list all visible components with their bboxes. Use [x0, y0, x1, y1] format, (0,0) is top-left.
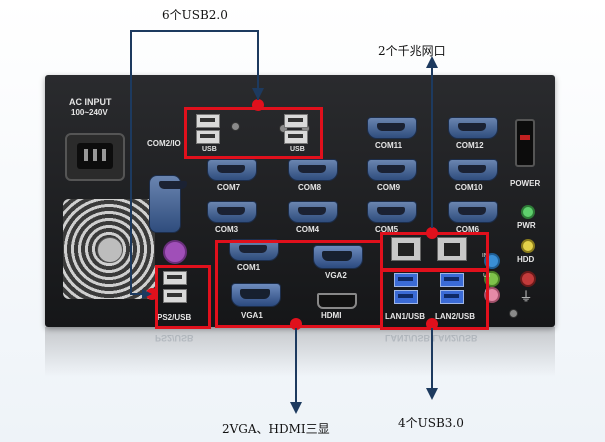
pwr-label: PWR	[517, 221, 536, 230]
video-annotation: 2VGA、HDMI三显	[222, 422, 330, 436]
ps2-port[interactable]	[163, 240, 187, 264]
vga2-port[interactable]	[313, 245, 363, 269]
screw	[509, 309, 518, 318]
usb2-marker-dot	[252, 99, 264, 111]
com10-label: COM10	[455, 183, 483, 192]
com11-port[interactable]	[367, 117, 417, 139]
vga2-label: VGA2	[325, 271, 347, 280]
usb2-annotation: 6个USB2.0	[162, 8, 228, 22]
usb3-port[interactable]	[394, 290, 418, 304]
usb3-port[interactable]	[440, 273, 464, 287]
com9-port[interactable]	[367, 159, 417, 181]
ground-icon: ⏚	[519, 289, 533, 304]
usb3-annotation: 4个USB3.0	[398, 416, 464, 430]
lan2-usb-label: LAN2/USB	[435, 312, 476, 321]
hdmi-label: HDMI	[321, 311, 342, 320]
usb2-port[interactable]	[284, 114, 308, 128]
fan-grille	[63, 199, 155, 299]
panel-reflection: PS2/USB LAN1/USB LAN2/USB	[45, 327, 555, 377]
usb2-port[interactable]	[196, 130, 220, 144]
usb2-pointer-line	[130, 30, 258, 32]
usb3-port[interactable]	[440, 290, 464, 304]
com5-port[interactable]	[367, 201, 417, 223]
com8-port[interactable]	[288, 159, 338, 181]
arrow-down-icon	[252, 88, 264, 100]
usb3-pointer-line	[431, 328, 433, 390]
lan-annotation: 2个千兆网口	[378, 44, 446, 58]
usb2-port[interactable]	[163, 289, 187, 303]
com1-port[interactable]	[229, 239, 279, 261]
power-label: POWER	[510, 179, 541, 188]
lan2-port[interactable]	[437, 237, 467, 261]
com7-label: COM7	[217, 183, 241, 192]
com1-label: COM1	[237, 263, 261, 272]
usb-label-right: USB	[290, 146, 305, 153]
reset-button[interactable]	[520, 271, 536, 287]
usb2-highlight-box	[184, 107, 323, 159]
ac-input-label: AC INPUT	[69, 97, 112, 107]
com4-label: COM4	[296, 225, 320, 234]
com12-label: COM12	[456, 141, 484, 150]
lan-marker-dot	[426, 227, 438, 239]
com10-port[interactable]	[448, 159, 498, 181]
com6-port[interactable]	[448, 201, 498, 223]
ps2-usb-label: PS2/USB	[157, 313, 192, 322]
ps2-usb-highlight-box	[155, 265, 211, 329]
ac-power-socket	[65, 133, 125, 181]
com7-port[interactable]	[207, 159, 257, 181]
pwr-led	[521, 205, 535, 219]
com2-port[interactable]	[149, 175, 187, 233]
video-marker-dot	[290, 318, 302, 330]
com11-label: COM11	[375, 141, 403, 150]
usb2-port[interactable]	[163, 271, 187, 285]
usb2-pointer-line	[257, 30, 259, 100]
com5-label: COM5	[375, 225, 399, 234]
screw	[279, 124, 288, 133]
vga1-port[interactable]	[231, 283, 281, 307]
arrow-up-icon	[426, 56, 438, 68]
video-highlight-box	[215, 240, 383, 328]
vga1-label: VGA1	[241, 311, 263, 320]
screw	[231, 122, 240, 131]
arrow-down-icon	[426, 388, 438, 400]
usb2-port[interactable]	[284, 130, 308, 144]
com6-label: COM6	[456, 225, 480, 234]
usb2-pointer-line	[132, 293, 148, 295]
lan1-port[interactable]	[391, 237, 421, 261]
power-rocker-switch[interactable]	[515, 119, 535, 167]
com3-port[interactable]	[207, 201, 257, 223]
com8-label: COM8	[298, 183, 322, 192]
hdd-led	[521, 239, 535, 253]
hdmi-port[interactable]	[317, 293, 357, 309]
video-pointer-line	[295, 328, 297, 404]
arrow-down-icon	[290, 402, 302, 414]
reflection-ps2-label: PS2/USB	[155, 333, 194, 343]
arrow-right-icon	[142, 289, 152, 299]
com12-port[interactable]	[448, 117, 498, 139]
com2-label: COM2/IO	[147, 139, 181, 148]
usb2-pointer-line	[130, 30, 132, 295]
audio-in-label: IN	[482, 253, 488, 259]
usb3-port[interactable]	[394, 273, 418, 287]
usb-label-left: USB	[202, 146, 217, 153]
com9-label: COM9	[377, 183, 401, 192]
com4-port[interactable]	[288, 201, 338, 223]
lan-pointer-line	[431, 66, 433, 228]
com3-label: COM3	[215, 225, 239, 234]
hdd-label: HDD	[517, 255, 535, 264]
usb2-port[interactable]	[196, 114, 220, 128]
voltage-label: 100~240V	[71, 108, 108, 117]
lan1-usb-label: LAN1/USB	[385, 312, 426, 321]
usb3-marker-dot	[426, 318, 438, 330]
